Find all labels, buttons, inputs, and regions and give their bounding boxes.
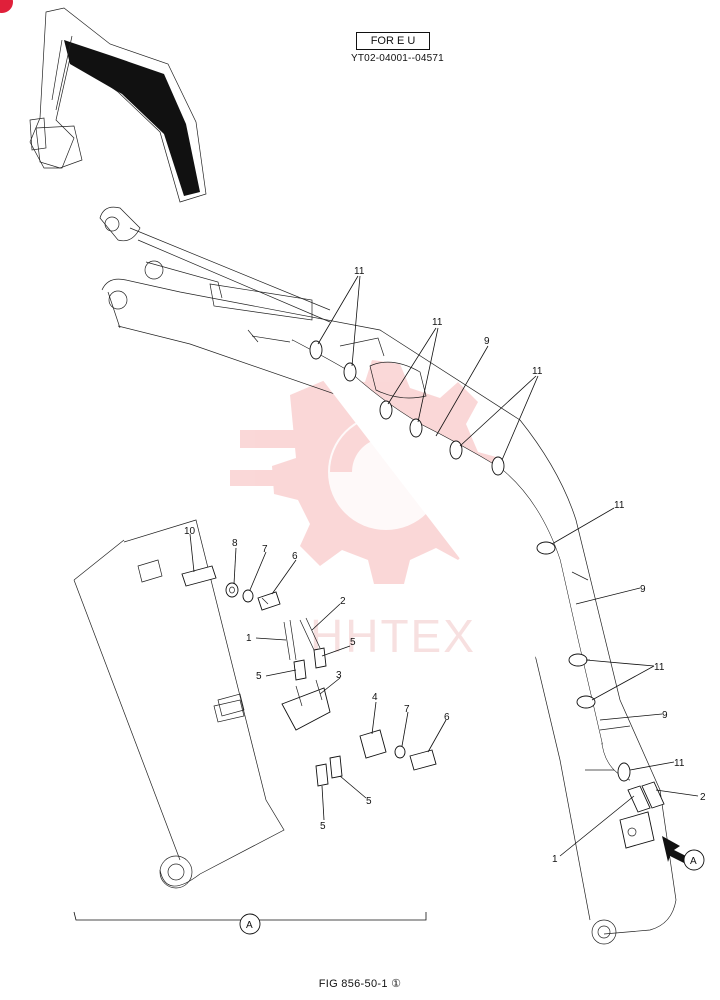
washer-8 bbox=[225, 582, 239, 598]
corner-marker-dot bbox=[0, 0, 13, 13]
callout-7: 7 bbox=[262, 544, 268, 555]
callout-11: 11 bbox=[532, 366, 543, 377]
view-marker-label: A bbox=[690, 856, 697, 867]
bolt-6 bbox=[409, 749, 437, 771]
bracket-3 bbox=[281, 687, 331, 731]
callout-11: 11 bbox=[354, 266, 365, 277]
clamp-11 bbox=[449, 440, 463, 460]
clamp-11 bbox=[379, 400, 393, 420]
callout-1: 1 bbox=[552, 854, 558, 865]
detail-a-arm bbox=[73, 519, 285, 889]
leader-lines bbox=[73, 275, 699, 921]
callout-7: 7 bbox=[404, 704, 410, 715]
plate-10 bbox=[181, 565, 217, 587]
callout-11: 11 bbox=[654, 662, 665, 673]
adapter-5 bbox=[293, 659, 307, 681]
clamp-11 bbox=[536, 541, 556, 555]
clamp-11 bbox=[576, 695, 596, 709]
callout-5: 5 bbox=[350, 637, 356, 648]
clamp-11 bbox=[409, 418, 423, 438]
callout-6: 6 bbox=[292, 551, 298, 562]
callout-4: 4 bbox=[372, 692, 378, 703]
callout-9: 9 bbox=[662, 710, 668, 721]
adapter-5 bbox=[315, 763, 329, 787]
exploded-fittings bbox=[181, 565, 437, 787]
detail-a-marker: A bbox=[239, 913, 261, 935]
callout-9: 9 bbox=[640, 584, 646, 595]
callout-9: 9 bbox=[484, 336, 490, 347]
callout-8: 8 bbox=[232, 538, 238, 549]
serial-range: YT02-04001--04571 bbox=[351, 53, 444, 64]
callout-2: 2 bbox=[340, 596, 346, 607]
clamp-11 bbox=[343, 362, 357, 382]
watermark-text: HHTEX bbox=[310, 610, 476, 662]
callout-10: 10 bbox=[184, 526, 196, 537]
adapter-5 bbox=[329, 755, 343, 779]
washer-7 bbox=[242, 589, 254, 603]
callout-5: 5 bbox=[256, 671, 262, 682]
callout-11: 11 bbox=[432, 317, 443, 328]
clamp-11 bbox=[568, 653, 588, 667]
clamp-11 bbox=[617, 762, 631, 782]
adapter-5 bbox=[313, 647, 327, 669]
detail-marker-label: A bbox=[246, 920, 253, 931]
clamp-11 bbox=[309, 340, 323, 360]
callout-11: 11 bbox=[674, 758, 685, 769]
callout-5: 5 bbox=[366, 796, 372, 807]
view-arrow bbox=[662, 836, 690, 864]
callout-5: 5 bbox=[320, 821, 326, 832]
figure-caption: FIG 856-50-1 ① bbox=[318, 978, 402, 990]
hose-assembly: A bbox=[247, 329, 705, 871]
callout-3: 3 bbox=[336, 670, 342, 681]
callout-2: 2 bbox=[700, 792, 706, 803]
callout-6: 6 bbox=[444, 712, 450, 723]
excavator-thumbnail bbox=[29, 7, 207, 203]
callout-11: 11 bbox=[614, 500, 625, 511]
washer-7 bbox=[394, 745, 406, 759]
view-marker-circle bbox=[683, 849, 705, 871]
clamp-11 bbox=[491, 456, 505, 476]
block-4 bbox=[359, 729, 387, 759]
callout-1: 1 bbox=[246, 633, 252, 644]
callout-labels: 11 11 9 11 11 9 11 9 11 2 1 10 8 7 6 2 1… bbox=[184, 266, 706, 865]
variant-label-box: FOR E U bbox=[356, 32, 430, 50]
bolt-6 bbox=[257, 591, 281, 611]
